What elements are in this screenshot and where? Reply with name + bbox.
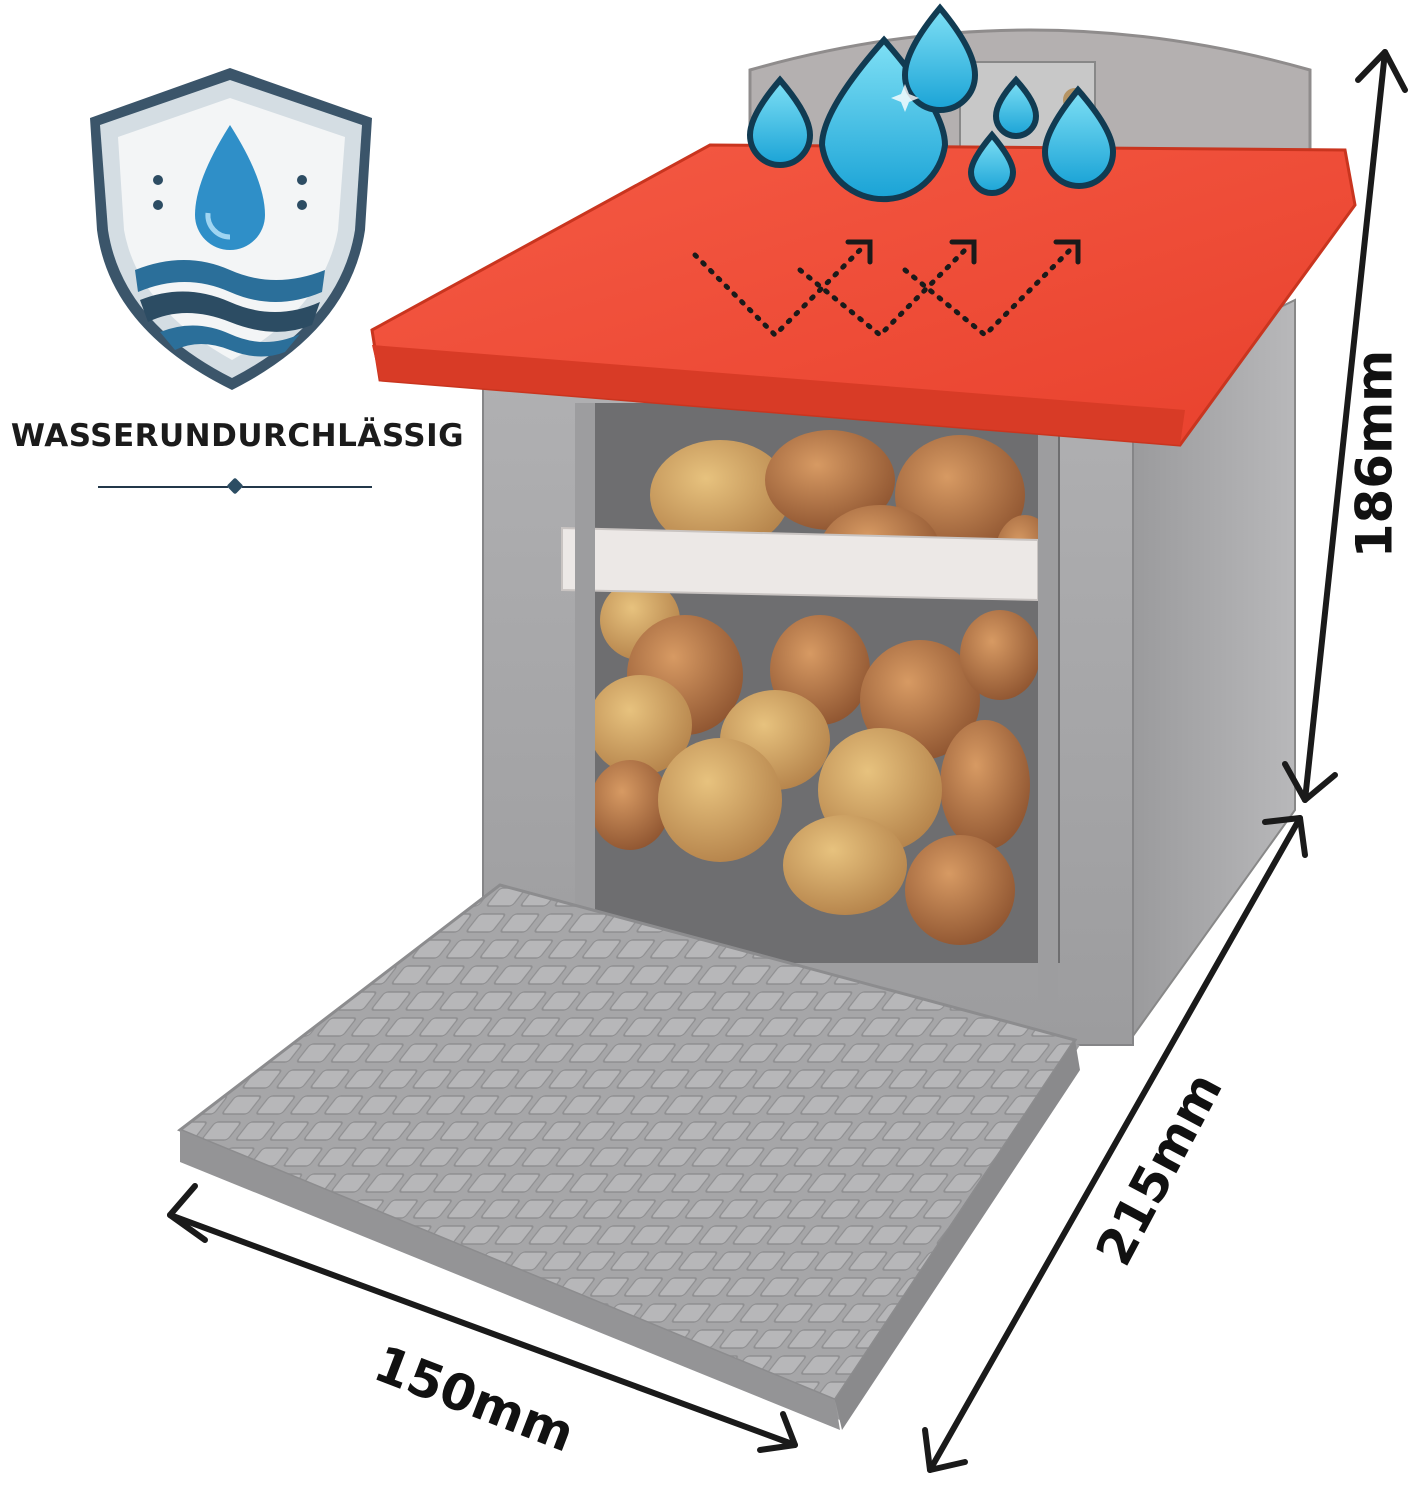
- dimension-arrows: [167, 49, 1408, 1473]
- dimension-height-label: 186mm: [1345, 349, 1404, 559]
- feeder-roof: [370, 143, 1357, 447]
- feeder-platform: [177, 883, 1080, 1430]
- waterproof-label: WASSERUNDURCHLÄSSIG: [10, 418, 465, 454]
- badge-divider-right: [242, 486, 372, 488]
- badge-divider-left: [98, 486, 228, 488]
- water-shield-icon: [90, 68, 372, 390]
- water-drops-icon: [746, 3, 1117, 203]
- nuts: [588, 430, 1055, 945]
- dotted-airflow-arrows-icon: [692, 247, 1073, 339]
- feeder-crossbar: [561, 403, 1058, 1003]
